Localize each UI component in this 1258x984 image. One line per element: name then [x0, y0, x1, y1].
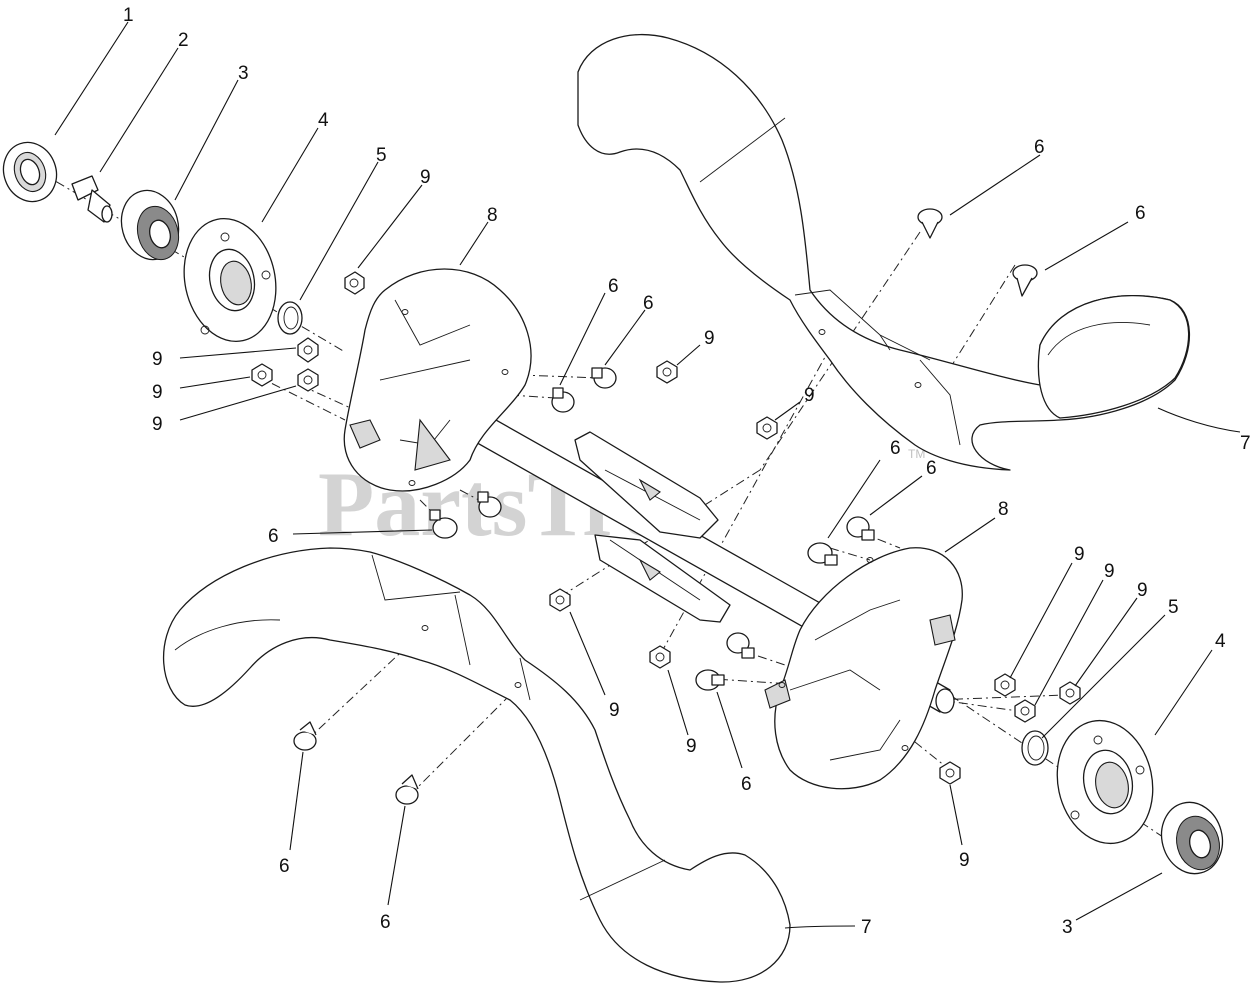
snap-ring-right — [1021, 730, 1049, 766]
flange-right — [1056, 719, 1154, 845]
callout-6-f: 6 — [890, 438, 901, 459]
flange-left — [183, 217, 277, 343]
callout-labels: 1 2 3 4 5 9 8 6 6 9 9 9 9 6 6 9 7 6 6 6 … — [123, 5, 1251, 938]
bolt-6-g — [807, 542, 838, 566]
callout-5-right: 5 — [1168, 597, 1179, 618]
callout-9-g: 9 — [1074, 544, 1085, 565]
nut-9-b — [297, 337, 319, 363]
nut-9-g — [549, 588, 571, 612]
callout-9-c: 9 — [152, 349, 163, 370]
callout-6-g: 6 — [926, 458, 937, 479]
callout-7-upper: 7 — [1240, 433, 1251, 454]
callout-4-right: 4 — [1215, 631, 1226, 652]
callout-6-h: 6 — [741, 774, 752, 795]
tine-lower — [162, 547, 791, 983]
leader-lines — [54, 21, 1241, 929]
nut-9-e — [656, 360, 678, 384]
callout-6-c: 6 — [1034, 137, 1045, 158]
bolt-6-k — [293, 721, 317, 751]
bolt-6-e — [429, 509, 458, 539]
nut-9-j — [1059, 681, 1081, 705]
callout-9-l: 9 — [959, 850, 970, 871]
nut-9-i — [994, 673, 1016, 697]
callout-9-k: 9 — [686, 736, 697, 757]
nut-9-h — [649, 645, 671, 669]
bolt-6-d — [591, 367, 617, 389]
hex-nuts — [251, 271, 1081, 785]
callout-3-right: 3 — [1062, 917, 1073, 938]
callout-7-lower: 7 — [861, 917, 872, 938]
end-cap-left — [2, 141, 58, 203]
bolt-6-h — [846, 516, 875, 541]
nut-9-f — [756, 416, 778, 440]
bolt-6-j — [695, 669, 725, 691]
callout-9-a: 9 — [420, 167, 431, 188]
callout-6-j: 6 — [380, 912, 391, 933]
callout-3-left: 3 — [238, 63, 249, 84]
callout-9-i: 9 — [1137, 580, 1148, 601]
bolt-6-b — [1012, 264, 1038, 297]
bolt-6-a — [917, 208, 943, 239]
callout-6-e: 6 — [268, 526, 279, 547]
bolt-6-i — [726, 632, 755, 659]
nut-9-d — [297, 368, 319, 392]
nut-9-a — [344, 271, 365, 295]
snap-ring-left — [277, 301, 303, 335]
callout-8-left: 8 — [487, 205, 498, 226]
callout-9-e: 9 — [152, 414, 163, 435]
left-end-hardware — [2, 141, 303, 343]
callout-6-b: 6 — [643, 293, 654, 314]
callout-2: 2 — [178, 30, 189, 51]
tine-upper — [577, 34, 1191, 471]
callout-1: 1 — [123, 5, 134, 26]
bearing-right — [1160, 801, 1224, 875]
callout-4-left: 4 — [318, 110, 329, 131]
bolt-6-l — [395, 774, 419, 805]
bolt-6-f — [477, 491, 502, 518]
right-end-hardware — [1021, 719, 1224, 875]
nut-9-c — [251, 363, 273, 387]
nut-9-k — [1014, 699, 1036, 723]
hub-disc-right — [764, 547, 963, 790]
callout-8-right: 8 — [998, 499, 1009, 520]
callout-6-i: 6 — [279, 856, 290, 877]
hub-bolt-left — [71, 175, 113, 223]
callout-9-f: 9 — [804, 385, 815, 406]
carriage-bolts — [293, 208, 1038, 805]
callout-9-b: 9 — [704, 328, 715, 349]
bearing-left — [120, 189, 180, 261]
callout-9-h: 9 — [1104, 561, 1115, 582]
nut-9-l — [939, 761, 961, 785]
hub-disc-left — [343, 268, 532, 492]
callout-9-d: 9 — [152, 382, 163, 403]
callout-6-a: 6 — [608, 276, 619, 297]
callout-6-d: 6 — [1135, 203, 1146, 224]
watermark-trademark: TM — [908, 447, 925, 461]
callout-9-j: 9 — [609, 700, 620, 721]
bolt-6-c — [551, 387, 575, 413]
callout-5-left: 5 — [376, 145, 387, 166]
